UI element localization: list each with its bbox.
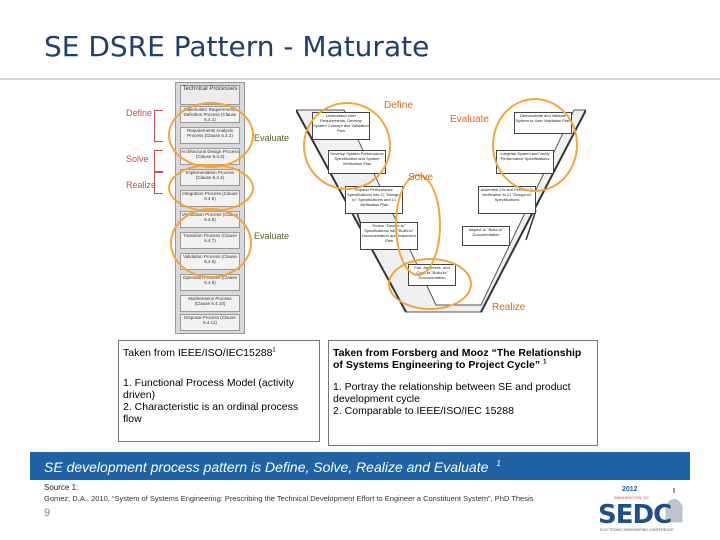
logo-year: 2012 (622, 486, 638, 493)
right-pane-item: 1. Portray the relationship between SE a… (333, 381, 571, 405)
define-highlight-oval (168, 102, 254, 168)
define-bracket (154, 110, 163, 142)
source-citation: Gomez, D.A., 2010, “System of Systems En… (44, 494, 534, 503)
solve-label: Solve (126, 154, 149, 164)
realize-label: Realize (492, 302, 526, 313)
summary-banner-text: SE development process pattern is Define… (44, 459, 501, 475)
evaluate-label: Evaluate (254, 231, 290, 241)
vee-box: Inspect to "Build-to" Documentation (462, 226, 510, 246)
right-pane-item: 2. Comparable to IEEE/ISO/IEC 15288 (333, 405, 514, 417)
evaluate-label: Evaluate (450, 114, 489, 125)
left-pane-item: 1. Functional Process Model (activity dr… (123, 377, 294, 401)
left-pane-item: 2. Characteristic is an ordinal process … (123, 401, 299, 425)
evaluate-highlight-oval (170, 208, 252, 278)
evaluate-highlight-oval (492, 98, 578, 192)
summary-banner (30, 452, 690, 480)
define-label: Define (384, 100, 413, 111)
solve-label: Solve (408, 172, 434, 183)
right-source-pane: Taken from Forsberg and Mooz “The Relati… (328, 340, 598, 446)
define-label: Define (126, 108, 153, 118)
solve-bracket (154, 150, 163, 172)
process-box: Maintenance Process (Clause 6.4.10) (180, 295, 240, 312)
left-pane-heading: Taken from IEEE/ISO/IEC152881 (123, 347, 276, 359)
vee-box: Expand Performance Specifications into C… (345, 186, 403, 214)
title-divider (0, 78, 720, 80)
evaluate-label: Evaluate (254, 133, 290, 143)
logo-tagline: ELECTRONIC ENGINEERING CONFERENCE (600, 528, 674, 532)
page-number: 9 (44, 507, 51, 519)
realize-bracket (154, 172, 163, 194)
capitol-dome-icon (665, 488, 683, 523)
sedc-logo: 2012 WASHINGTON, DC SEDC ELECTRONIC ENGI… (596, 484, 700, 534)
realize-highlight-oval (388, 258, 472, 310)
define-highlight-oval (303, 102, 391, 190)
process-box: Disposal Process (Clause 6.4.11) (180, 314, 240, 331)
logo-name: SEDC (598, 500, 672, 530)
logo-place: WASHINGTON, DC (614, 495, 650, 500)
realize-label: Realize (126, 180, 157, 190)
slide-title: SE DSRE Pattern - Maturate (44, 30, 430, 63)
left-source-pane: Taken from IEEE/ISO/IEC152881 1. Functio… (118, 340, 320, 442)
right-pane-heading: Taken from Forsberg and Mooz “The Relati… (333, 347, 582, 371)
source-label: Source 1: (44, 483, 79, 492)
realize-highlight-oval (168, 164, 254, 212)
